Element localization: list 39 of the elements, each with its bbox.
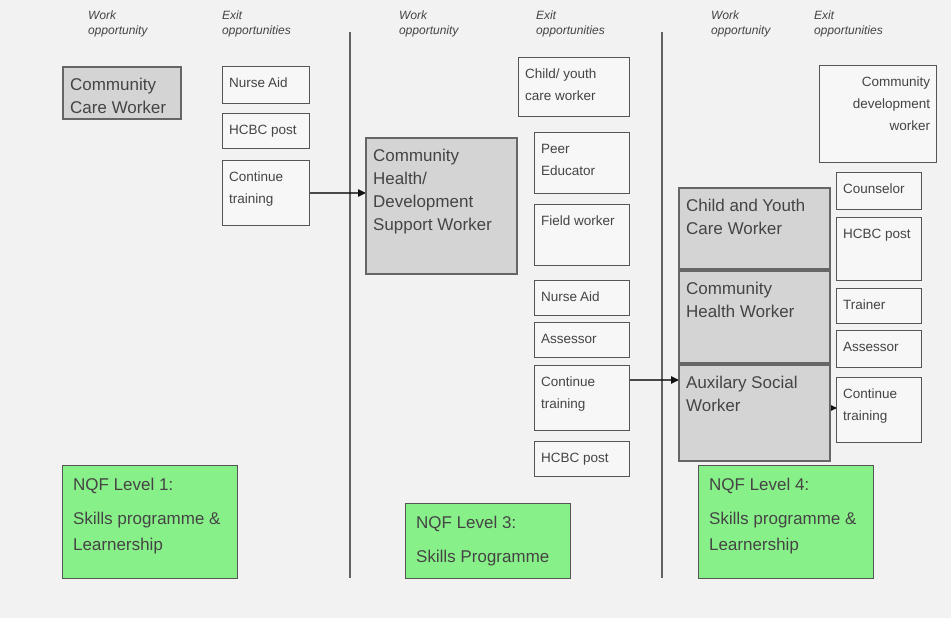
level-box — [405, 503, 571, 579]
work-opportunity-box: Community Health Worker — [678, 270, 831, 364]
column-heading: Work opportunity — [88, 8, 149, 38]
exit-opportunity-box: Continue training — [836, 377, 922, 443]
programme-text: Skills programme & Learnership — [73, 508, 222, 556]
exit-opportunity-box: Peer Educator — [534, 132, 630, 194]
exit-opportunity-box: Continue training — [534, 365, 630, 431]
level-title: NQF Level 1: — [73, 474, 174, 496]
exit-opportunity-box: Nurse Aid — [534, 280, 630, 316]
exit-opportunity-box: Nurse Aid — [222, 66, 310, 104]
work-opportunity-box: Community Health/ Development Support Worker — [365, 137, 518, 275]
arrow — [310, 189, 366, 197]
exit-opportunity-box: HCBC post — [222, 113, 310, 149]
work-opportunity-box: Child and Youth Care Worker — [678, 187, 831, 270]
exit-opportunity-box: Community development worker — [819, 65, 937, 163]
column-heading: Exit opportunities — [222, 8, 292, 38]
column-heading: Work opportunity — [399, 8, 460, 38]
arrow — [630, 376, 679, 384]
exit-opportunity-box: HCBC post — [534, 441, 630, 477]
work-opportunity-box: Auxilary Social Worker — [678, 364, 831, 462]
exit-opportunity-box: Assessor — [534, 322, 630, 358]
level-box — [698, 465, 874, 579]
exit-opportunity-box: Child/ youth care worker — [518, 57, 630, 117]
work-opportunity-box: Community Care Worker — [62, 66, 182, 120]
level-title: NQF Level 4: — [709, 474, 810, 496]
exit-opportunity-box: Counselor — [836, 172, 922, 210]
programme-text: Skills programme & Learnership — [709, 508, 858, 556]
column-heading: Exit opportunities — [814, 8, 884, 38]
arrow — [829, 404, 837, 412]
exit-opportunity-box: Trainer — [836, 288, 922, 324]
exit-opportunity-box: HCBC post — [836, 217, 922, 281]
level-title: NQF Level 3: — [416, 512, 518, 534]
exit-opportunity-box: Continue training — [222, 160, 310, 226]
column-heading: Work opportunity — [711, 8, 772, 38]
exit-opportunity-box: Field worker — [534, 204, 630, 266]
programme-text: Skills Programme — [416, 546, 550, 568]
column-heading: Exit opportunities — [536, 8, 606, 38]
exit-opportunity-box: Assessor — [836, 330, 922, 368]
level-box — [62, 465, 238, 579]
